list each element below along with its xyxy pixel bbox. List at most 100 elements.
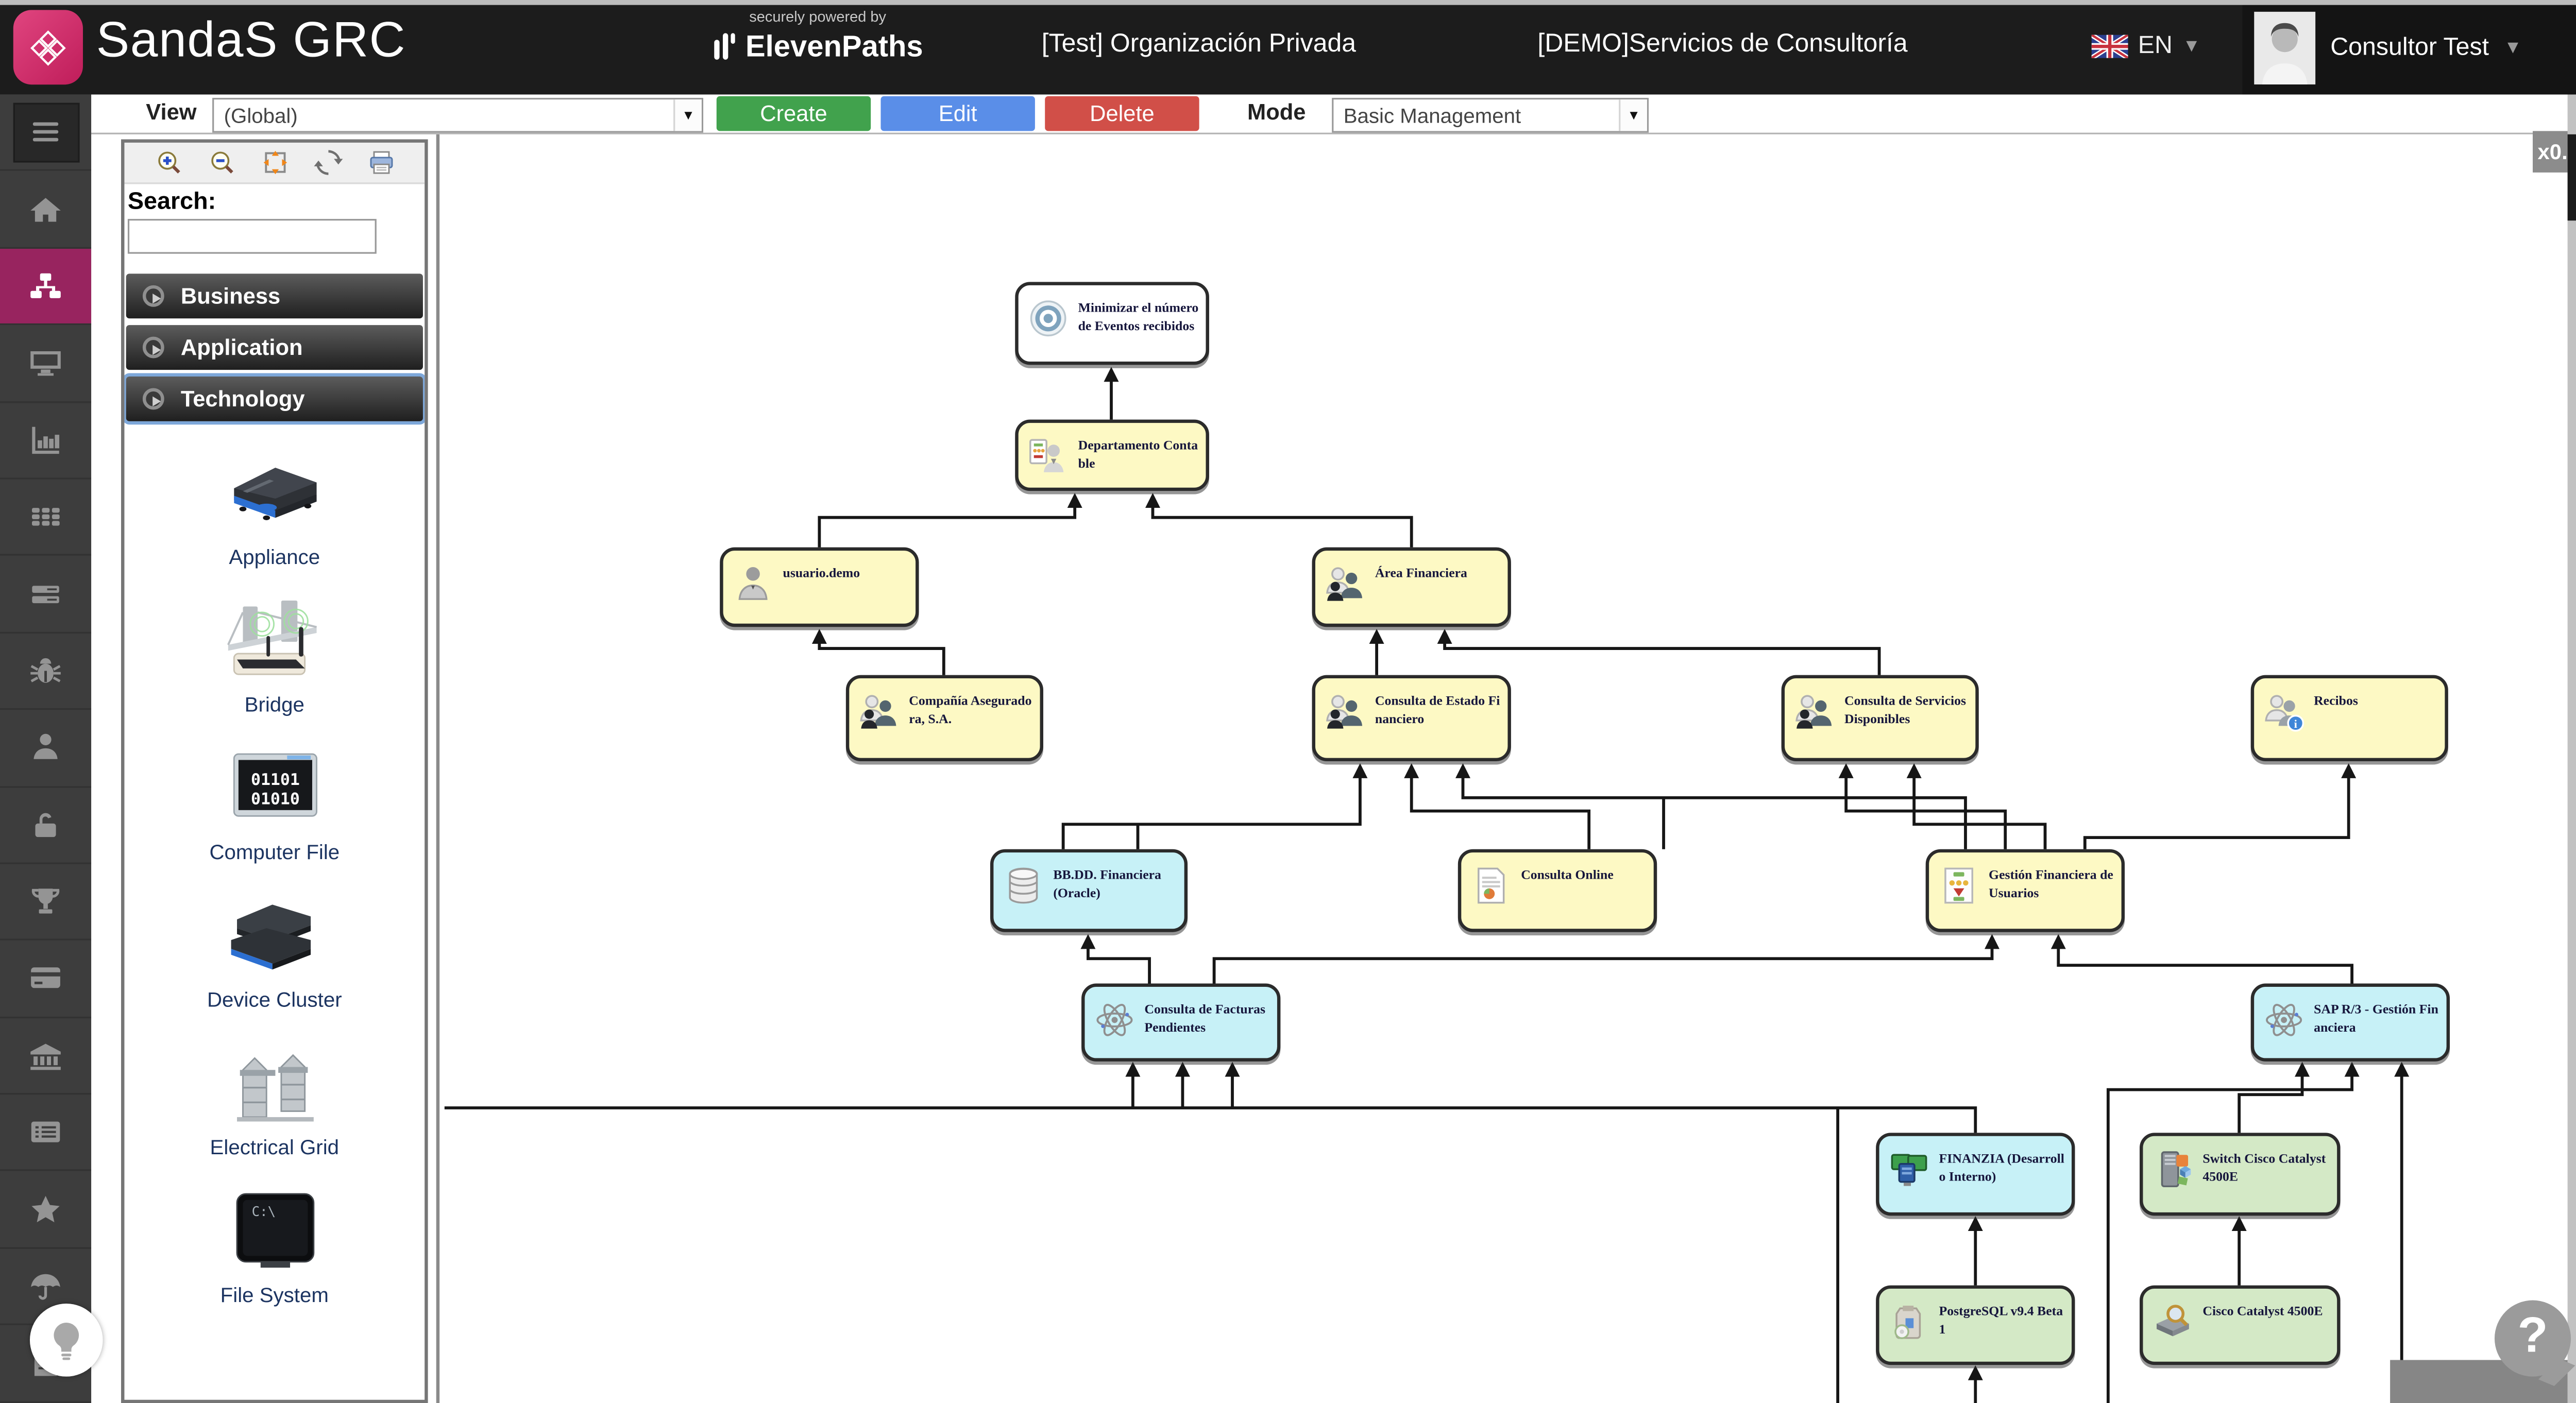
node-label: Departamento Contable — [1078, 438, 1198, 471]
org-primary[interactable]: [Test] Organización Privada — [1041, 29, 1357, 58]
diagram-edge — [1212, 934, 1999, 984]
diagram-node[interactable]: usuario.demo — [720, 547, 919, 627]
diagram-node[interactable]: Consulta de Estado Financiero — [1312, 675, 1511, 762]
palette-item-file-system[interactable]: C:\File System — [124, 1181, 425, 1307]
section-business[interactable]: Business — [126, 273, 423, 319]
database-icon — [1002, 864, 1052, 916]
diagram-node[interactable]: Minimizar el número de Eventos recibidos — [1015, 282, 1209, 365]
sidebar-item-person[interactable] — [0, 710, 92, 787]
sidebar-item-sitemap[interactable] — [0, 248, 92, 326]
node-label: FINANZIA (Desarrollo Interno) — [1939, 1151, 2064, 1184]
user-name: Consultor Test — [2330, 33, 2489, 62]
diagram-node[interactable]: Consulta Online — [1458, 849, 1657, 932]
sandas-logo[interactable] — [13, 10, 83, 85]
mode-select[interactable]: Basic Management ▼ — [1332, 97, 1649, 133]
powered-by-small: securely powered by — [749, 8, 887, 25]
sidebar-rail — [0, 94, 92, 1403]
node-label: Compañía Aseguradora, S.A. — [909, 693, 1032, 726]
diagram-node[interactable]: FINANZIA (Desarrollo Interno) — [1876, 1133, 2075, 1216]
section-application[interactable]: Application — [126, 325, 423, 370]
sidebar-item-monitor[interactable] — [0, 326, 92, 403]
star-icon — [27, 1190, 65, 1228]
sidebar-item-server-rows[interactable] — [0, 556, 92, 634]
delete-button[interactable]: Delete — [1045, 96, 1199, 131]
diagram-node[interactable]: Departamento Contable — [1015, 419, 1209, 491]
scrollbar-thumb[interactable] — [2567, 134, 2576, 221]
dropdown-arrow-icon: ▼ — [673, 99, 702, 131]
hint-button[interactable] — [29, 1303, 103, 1377]
sidebar-item-grid[interactable] — [0, 479, 92, 556]
diagram-node[interactable]: BB.DD. Financiera (Oracle) — [990, 849, 1188, 932]
palette-item-bridge[interactable]: Bridge — [124, 590, 425, 716]
palette-item-device-cluster[interactable]: Device Cluster — [124, 886, 425, 1012]
svg-text:01010: 01010 — [250, 789, 299, 808]
node-label: Switch Cisco Catalyst 4500E — [2202, 1151, 2326, 1184]
bug-icon — [27, 652, 65, 690]
palette-item-appliance[interactable]: Appliance — [124, 443, 425, 569]
diagram-edge — [811, 629, 945, 675]
appliance-icon — [124, 443, 425, 544]
vertical-scrollbar[interactable] — [2567, 94, 2576, 1403]
app-title: SandaS GRC — [96, 13, 406, 69]
sidebar-item-home[interactable] — [0, 172, 92, 249]
app-screens-icon — [1888, 1148, 1938, 1199]
node-label: Consulta de Facturas Pendientes — [1144, 1001, 1266, 1035]
diagram-node[interactable]: Compañía Aseguradora, S.A. — [845, 675, 1044, 762]
diagram-node[interactable]: PostgreSQL v9.4 Beta 1 — [1876, 1285, 2075, 1365]
view-label: View — [146, 99, 197, 125]
org-secondary[interactable]: [DEMO]Servicios de Consultoría — [1537, 29, 1908, 58]
sidebar-item-bug[interactable] — [0, 633, 92, 710]
print-icon[interactable] — [366, 148, 396, 178]
edit-button[interactable]: Edit — [880, 96, 1035, 131]
mode-label: Mode — [1247, 99, 1306, 125]
sidebar-item-bar-chart[interactable] — [0, 402, 92, 480]
section-technology[interactable]: Technology — [126, 376, 423, 421]
language-selector[interactable]: EN ▼ — [2091, 31, 2200, 60]
view-select[interactable]: (Global) ▼ — [212, 97, 704, 133]
diagram-node[interactable]: Consulta de Servicios Disponibles — [1781, 675, 1979, 762]
sidebar-item-bank[interactable] — [0, 1018, 92, 1095]
diagram-edge — [2050, 934, 2354, 984]
diagram-canvas[interactable]: Minimizar el número de Eventos recibidos… — [436, 134, 2568, 1403]
diagram-edge — [1080, 934, 1151, 984]
diagram-node[interactable]: Switch Cisco Catalyst 4500E — [2140, 1133, 2341, 1216]
create-button[interactable]: Create — [716, 96, 871, 131]
help-button[interactable]: ? — [2494, 1300, 2571, 1377]
diagram-edge — [1145, 493, 1413, 547]
bank-icon — [27, 1036, 65, 1074]
diagram-node[interactable]: SAP R/3 - Gestión Financiera — [2250, 983, 2450, 1062]
sidebar-item-form[interactable] — [0, 1095, 92, 1172]
diagram-edge — [2106, 1062, 2360, 1403]
user-menu[interactable]: Consultor Test ▼ — [2242, 0, 2576, 95]
menu-icon — [12, 102, 79, 162]
diagram-node[interactable]: Área Financiera — [1312, 547, 1511, 627]
sidebar-item-star[interactable] — [0, 1172, 92, 1249]
sidebar-item-unlock[interactable] — [0, 787, 92, 864]
diagram-node[interactable]: Consulta de Facturas Pendientes — [1081, 983, 1281, 1062]
refresh-icon[interactable] — [313, 148, 343, 178]
node-label: Gestión Financiera de Usuarios — [1989, 867, 2113, 900]
sidebar-item-menu[interactable] — [0, 95, 92, 172]
fit-view-icon[interactable] — [260, 148, 290, 178]
sidebar-item-credit-card[interactable] — [0, 941, 92, 1018]
mode-select-value: Basic Management — [1343, 104, 1521, 127]
sidebar-item-trophy[interactable] — [0, 864, 92, 941]
zoom-in-icon[interactable] — [154, 148, 183, 178]
node-label: usuario.demo — [783, 566, 860, 581]
palette-item-label: Appliance — [229, 545, 320, 569]
edge-layer — [444, 367, 2410, 1403]
diagram-node[interactable]: Gestión Financiera de Usuarios — [1925, 849, 2125, 932]
palette-item-label: Device Cluster — [207, 988, 342, 1012]
search-input[interactable] — [127, 219, 377, 254]
diagram-edge — [444, 1106, 1977, 1133]
palette-item-label: Computer File — [209, 841, 340, 864]
zoom-out-icon[interactable] — [207, 148, 236, 178]
palette-item-electrical-grid[interactable]: Electrical Grid — [124, 1033, 425, 1159]
view-select-value: (Global) — [224, 104, 298, 127]
credit-card-icon — [27, 960, 65, 998]
node-label: SAP R/3 - Gestión Financiera — [2314, 1001, 2438, 1035]
diagram-node[interactable]: Cisco Catalyst 4500E — [2140, 1285, 2341, 1365]
people-icon — [1324, 690, 1374, 742]
